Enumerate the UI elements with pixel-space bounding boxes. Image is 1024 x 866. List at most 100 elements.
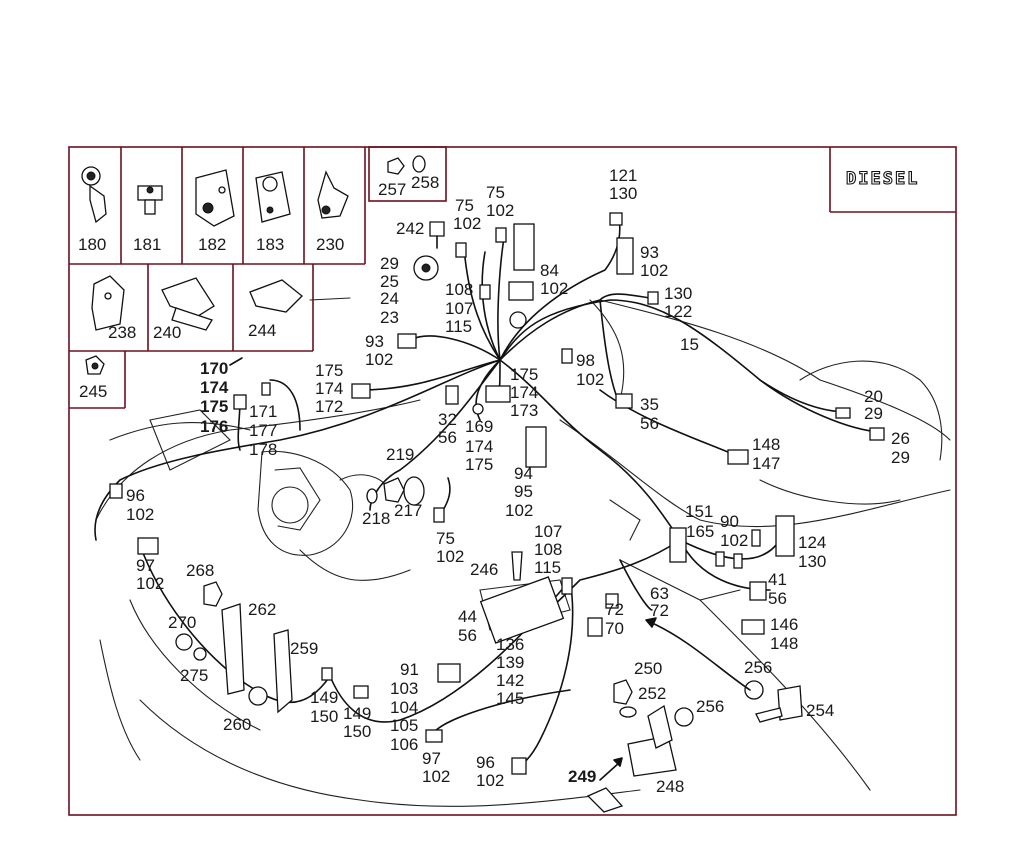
label-176: 176 — [200, 417, 228, 436]
callout-labels: 121 130 75 102 75 102 242 29 25 24 23 10… — [126, 166, 910, 796]
label-121: 121 — [609, 166, 637, 185]
label-108: 108 — [445, 280, 473, 299]
label-218: 218 — [362, 509, 390, 528]
label-72: 72 — [650, 601, 669, 620]
label-15: 15 — [680, 335, 699, 354]
plate-238-icon — [91, 275, 125, 331]
harness-connectors — [109, 212, 885, 813]
washer-258-icon — [412, 155, 426, 173]
nut-257-icon — [387, 157, 405, 175]
label-102: 102 — [505, 501, 533, 520]
label-174: 174 — [510, 383, 538, 402]
label-91: 91 — [400, 660, 419, 679]
label-174: 174 — [315, 379, 343, 398]
label-170: 170 — [200, 359, 228, 378]
label-139: 139 — [496, 653, 524, 672]
label-102: 102 — [476, 771, 504, 790]
label-107: 107 — [534, 522, 562, 541]
label-35: 35 — [640, 395, 659, 414]
label-29: 29 — [380, 254, 399, 273]
label-124: 124 — [798, 533, 826, 552]
label-24: 24 — [380, 289, 399, 308]
label-56: 56 — [640, 414, 659, 433]
label-148: 148 — [752, 435, 780, 454]
label-102: 102 — [365, 350, 393, 369]
label-246: 246 — [470, 560, 498, 579]
panel-labels: 180 181 182 183 230 257 258 238 240 244 … — [78, 173, 439, 401]
label-270: 270 — [168, 613, 196, 632]
label-32: 32 — [438, 410, 457, 429]
label-115: 115 — [445, 317, 472, 336]
label-151: 151 — [685, 502, 713, 521]
label-106: 106 — [390, 735, 418, 754]
label-102: 102 — [486, 201, 514, 220]
label-97: 97 — [136, 556, 155, 575]
label-102: 102 — [126, 505, 154, 524]
label-182: 182 — [198, 235, 226, 254]
label-172: 172 — [315, 397, 343, 416]
label-165: 165 — [686, 522, 714, 541]
label-107: 107 — [445, 299, 473, 318]
label-258: 258 — [411, 173, 439, 192]
label-175-bold: 175 — [200, 397, 228, 416]
label-95: 95 — [514, 482, 533, 501]
label-130: 130 — [609, 184, 637, 203]
label-130: 130 — [664, 284, 692, 303]
label-56: 56 — [768, 589, 787, 608]
label-72: 72 — [605, 600, 624, 619]
label-175: 175 — [315, 361, 343, 380]
diesel-badge: DIESEL — [846, 169, 919, 189]
label-102: 102 — [436, 547, 464, 566]
label-102: 102 — [640, 261, 668, 280]
label-20: 20 — [864, 387, 883, 406]
label-219: 219 — [386, 445, 414, 464]
label-102: 102 — [453, 214, 481, 233]
leader-arrows — [229, 357, 751, 781]
label-98: 98 — [576, 351, 595, 370]
label-257: 257 — [378, 180, 406, 199]
label-93: 93 — [640, 243, 659, 262]
label-248: 248 — [656, 777, 684, 796]
holder-230-icon — [317, 170, 349, 219]
detail-panels — [69, 146, 956, 409]
label-96: 96 — [476, 753, 495, 772]
strap-240-icon — [161, 277, 215, 331]
label-242: 242 — [396, 219, 424, 238]
label-102: 102 — [720, 531, 748, 550]
label-102: 102 — [540, 279, 568, 298]
bold-labels: 170 174 175 176 249 — [200, 359, 596, 786]
label-108: 108 — [534, 540, 562, 559]
label-142: 142 — [496, 671, 524, 690]
vehicle-body-outline — [95, 297, 951, 807]
label-122: 122 — [664, 302, 692, 321]
label-102: 102 — [422, 767, 450, 786]
label-262: 262 — [248, 600, 276, 619]
label-180: 180 — [78, 235, 106, 254]
label-23: 23 — [380, 308, 399, 327]
label-148: 148 — [770, 634, 798, 653]
label-84: 84 — [540, 261, 559, 280]
label-147: 147 — [752, 454, 780, 473]
label-181: 181 — [133, 235, 161, 254]
mount-182-icon — [195, 169, 235, 227]
label-94: 94 — [514, 464, 533, 483]
label-240: 240 — [153, 323, 181, 342]
label-256: 256 — [744, 658, 772, 677]
label-169: 169 — [465, 417, 493, 436]
label-174-bold: 174 — [200, 378, 229, 397]
label-56: 56 — [458, 626, 477, 645]
label-145: 145 — [496, 689, 524, 708]
label-56: 56 — [438, 428, 457, 447]
clamp-183-icon — [255, 171, 291, 223]
label-29: 29 — [891, 448, 910, 467]
label-70: 70 — [605, 619, 624, 638]
label-41: 41 — [768, 570, 787, 589]
label-75: 75 — [455, 196, 474, 215]
label-29: 29 — [864, 404, 883, 423]
label-249: 249 — [568, 767, 596, 786]
label-103: 103 — [390, 679, 418, 698]
label-268: 268 — [186, 561, 214, 580]
label-175: 175 — [465, 455, 493, 474]
label-149: 149 — [343, 704, 371, 723]
